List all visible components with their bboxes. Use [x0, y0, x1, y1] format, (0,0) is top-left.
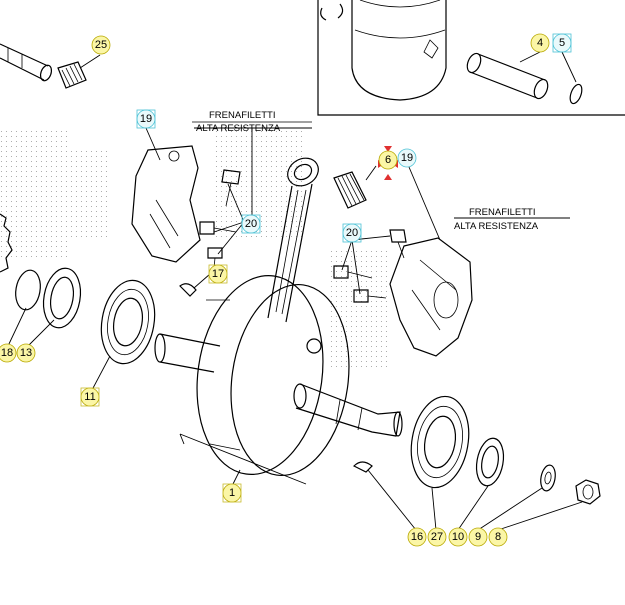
callout-8: 8	[488, 527, 508, 547]
callout-17: 17	[208, 264, 228, 284]
oil-seal-13	[42, 267, 82, 329]
callout-13: 13	[16, 343, 36, 363]
svg-text:20: 20	[245, 218, 257, 230]
callout-20-right: 20	[342, 223, 362, 243]
svg-text:8: 8	[495, 531, 501, 543]
svg-text:6: 6	[385, 154, 391, 166]
woodruff-key	[179, 283, 197, 297]
crankshaft-assembly	[154, 274, 403, 477]
needle-bearing-top	[57, 61, 87, 89]
callout-27: 27	[427, 527, 447, 547]
callout-4: 4	[530, 33, 550, 53]
note-right: FRENAFILETTI ALTA RESISTENZA	[454, 207, 539, 232]
svg-text:18: 18	[1, 347, 13, 359]
key-right	[352, 461, 373, 473]
svg-text:27: 27	[431, 531, 443, 543]
nut	[575, 479, 601, 505]
callout-10: 10	[448, 527, 468, 547]
callout-20-left: 20	[241, 214, 261, 234]
callout-9: 9	[468, 527, 488, 547]
svg-text:19: 19	[401, 152, 413, 164]
callout-18: 18	[0, 343, 17, 363]
small-end-bearing	[333, 171, 367, 209]
circlip	[569, 83, 583, 105]
callout-5: 5	[552, 33, 572, 53]
callout-19-left: 19	[136, 109, 156, 129]
leader-lines	[7, 51, 583, 531]
washer	[540, 464, 556, 492]
sprocket	[0, 213, 13, 273]
note-right-line2: ALTA RESISTENZA	[454, 221, 539, 232]
svg-text:17: 17	[212, 268, 224, 280]
left-bracket	[131, 145, 201, 263]
svg-text:19: 19	[140, 113, 152, 125]
right-bracket	[389, 237, 473, 357]
svg-text:11: 11	[84, 391, 95, 403]
svg-text:16: 16	[411, 531, 423, 543]
callout-11: 11	[80, 387, 100, 407]
svg-text:5: 5	[559, 37, 565, 49]
svg-text:1: 1	[229, 487, 235, 499]
callout-19-right: 19	[397, 148, 417, 168]
svg-text:13: 13	[20, 347, 32, 359]
wrist-pin	[466, 52, 549, 100]
svg-text:20: 20	[346, 227, 358, 239]
shaft-top-left	[0, 43, 53, 82]
note-left: FRENAFILETTI ALTA RESISTENZA	[192, 110, 312, 134]
background-dot-texture	[0, 128, 390, 370]
callout-1: 1	[222, 483, 242, 503]
callout-6: 6	[378, 150, 398, 170]
connecting-rod	[267, 157, 319, 323]
note-left-line1: FRENAFILETTI	[209, 110, 276, 121]
note-left-line2: ALTA RESISTENZA	[196, 123, 281, 134]
callout-16: 16	[407, 527, 427, 547]
svg-text:4: 4	[537, 37, 543, 49]
svg-text:10: 10	[452, 531, 464, 543]
callout-25: 25	[91, 35, 111, 55]
svg-text:9: 9	[475, 531, 481, 543]
svg-text:25: 25	[95, 39, 107, 51]
main-bearing-left	[100, 279, 156, 365]
main-bearing-right	[410, 395, 470, 489]
spacer-ring	[475, 437, 505, 487]
o-ring-18	[15, 269, 41, 311]
piston-inset	[317, 0, 625, 116]
note-right-line1: FRENAFILETTI	[469, 207, 536, 218]
